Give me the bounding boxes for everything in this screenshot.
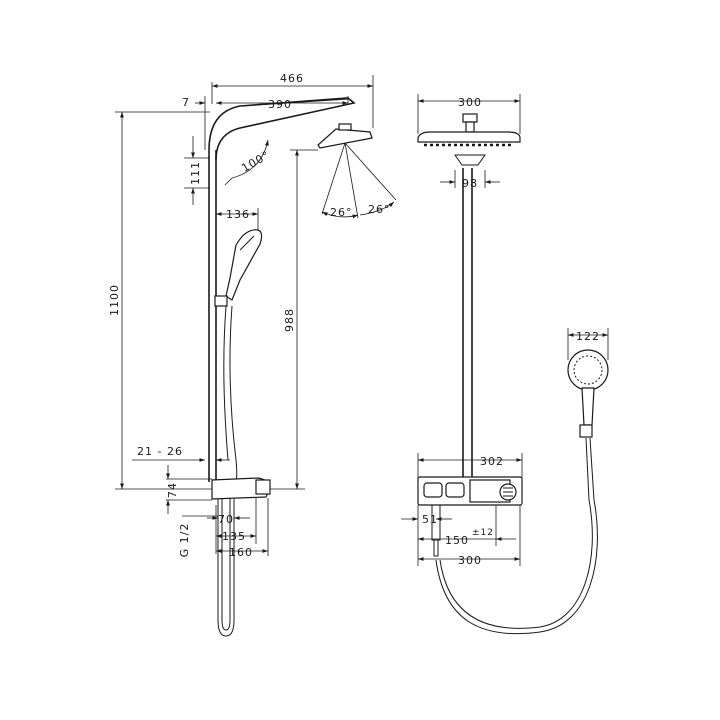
overhead-shower-head-front xyxy=(417,113,521,166)
dim-26-degrees-b: 26° xyxy=(368,203,391,216)
riser-pipe xyxy=(208,150,217,482)
dim-988: 988 xyxy=(283,308,296,332)
front-view: 300 98 122 302 51 150 ±12 300 xyxy=(401,94,609,635)
hand-shower-side xyxy=(214,229,263,307)
dim-98: 98 xyxy=(462,177,478,190)
dim-160: 160 xyxy=(229,546,253,559)
dim-26-degrees-a: 26° xyxy=(330,206,353,219)
connection-pipes xyxy=(217,499,235,637)
overhead-shower-head-side xyxy=(317,123,373,149)
dim-122: 122 xyxy=(576,330,600,343)
dim-g-half-inch: G 1/2 xyxy=(178,523,191,558)
dim-100-degrees: 100° xyxy=(239,148,272,175)
dim-21-26: 21 - 26 xyxy=(137,445,183,458)
side-view: 466 7 390 100° 111 136 26° 26° 1 xyxy=(108,72,397,637)
dim-tolerance-12: ±12 xyxy=(472,528,494,538)
dim-300-bottom: 300 xyxy=(458,554,482,567)
thermostat-front xyxy=(417,476,523,557)
dim-466: 466 xyxy=(280,72,304,85)
dim-136: 136 xyxy=(226,208,250,221)
riser-pipe-front xyxy=(462,168,473,478)
dim-111: 111 xyxy=(189,161,202,185)
dim-150: 150 xyxy=(445,534,469,547)
dim-1100: 1100 xyxy=(108,284,121,316)
shower-hose-side xyxy=(223,305,238,486)
dim-70: 70 xyxy=(218,513,234,526)
dim-135: 135 xyxy=(222,530,246,543)
dim-302: 302 xyxy=(480,455,504,468)
dim-74: 74 xyxy=(166,482,179,498)
dim-300-top: 300 xyxy=(458,96,482,109)
dim-7: 7 xyxy=(182,96,190,109)
hand-shower-front xyxy=(567,349,609,438)
thermostat-side xyxy=(211,477,271,500)
dim-51: 51 xyxy=(422,513,438,526)
shower-hose-front xyxy=(435,437,598,635)
dim-390: 390 xyxy=(268,98,292,111)
